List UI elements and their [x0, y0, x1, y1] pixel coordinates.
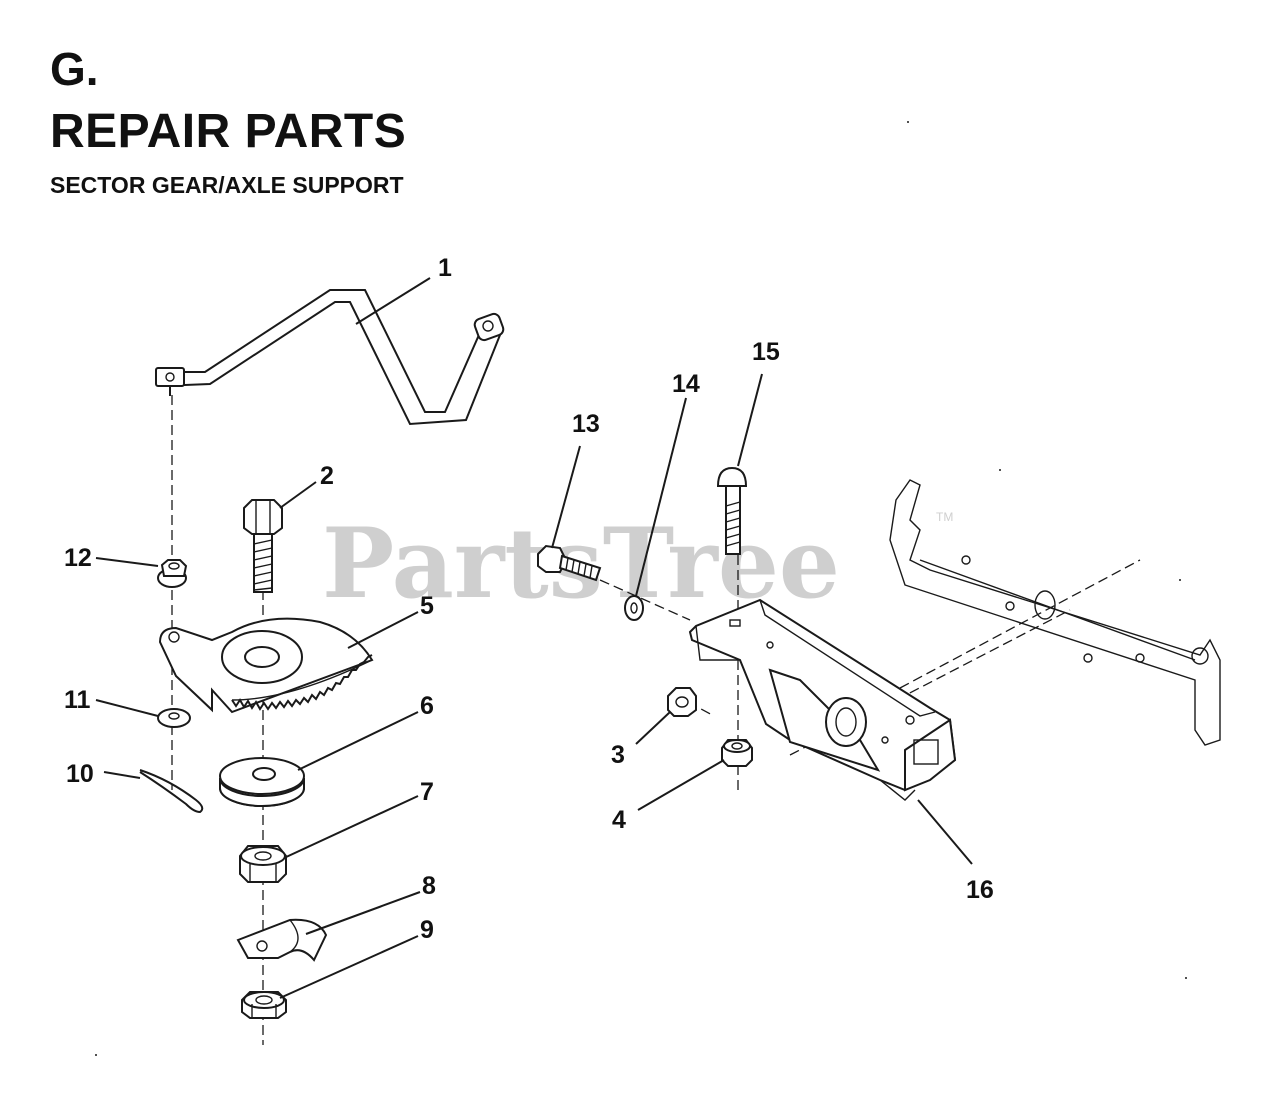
hex-bolt-part[interactable] — [243, 499, 283, 593]
speck — [95, 1054, 97, 1056]
speck — [999, 469, 1001, 471]
hex-nut-large-part[interactable] — [239, 845, 287, 883]
speck — [1185, 977, 1187, 979]
callout-9: 9 — [420, 916, 434, 944]
section-letter: G. — [50, 43, 99, 95]
hex-nut-bottom-part[interactable] — [721, 739, 753, 767]
callout-10: 10 — [66, 760, 94, 788]
speck — [1179, 579, 1181, 581]
centerline-bolt13 — [599, 579, 691, 621]
axle-outline — [889, 479, 1221, 746]
callout-6: 6 — [420, 692, 434, 720]
callout-2: 2 — [320, 462, 334, 490]
callout-8: 8 — [422, 872, 436, 900]
callout-4: 4 — [612, 806, 626, 834]
hex-nut-side-part[interactable] — [667, 687, 697, 717]
clip-part[interactable] — [236, 918, 328, 962]
callout-13: 13 — [572, 410, 600, 438]
callout-7: 7 — [420, 778, 434, 806]
carriage-bolt-part[interactable] — [716, 466, 748, 555]
watermark-trademark: TM — [936, 510, 953, 524]
axle-support-bracket-part[interactable] — [688, 598, 957, 801]
centerline-axle-upper — [899, 559, 1141, 689]
callout-11: 11 — [64, 686, 91, 714]
small-washer-part[interactable] — [157, 708, 191, 728]
drag-link-part[interactable] — [155, 289, 505, 426]
flange-nut-part[interactable] — [157, 559, 188, 588]
diagram-subtitle: SECTOR GEAR/AXLE SUPPORT — [50, 172, 404, 198]
leader-lines — [95, 277, 973, 999]
callout-1: 1 — [438, 254, 452, 282]
cotter-pin-part[interactable] — [139, 769, 204, 814]
sector-gear-part[interactable] — [158, 617, 374, 714]
hex-nut-small-part[interactable] — [241, 991, 287, 1019]
callout-5: 5 — [420, 592, 434, 620]
side-washer-part[interactable] — [624, 595, 644, 621]
callout-14: 14 — [672, 370, 700, 398]
speck — [907, 121, 909, 123]
page-title: REPAIR PARTS — [50, 105, 407, 158]
spacer-part[interactable] — [219, 757, 305, 807]
callout-12: 12 — [64, 544, 92, 572]
callout-16: 16 — [966, 876, 994, 904]
hex-bolt-side-part[interactable] — [537, 544, 602, 582]
callout-15: 15 — [752, 338, 780, 366]
callout-3: 3 — [611, 741, 625, 769]
